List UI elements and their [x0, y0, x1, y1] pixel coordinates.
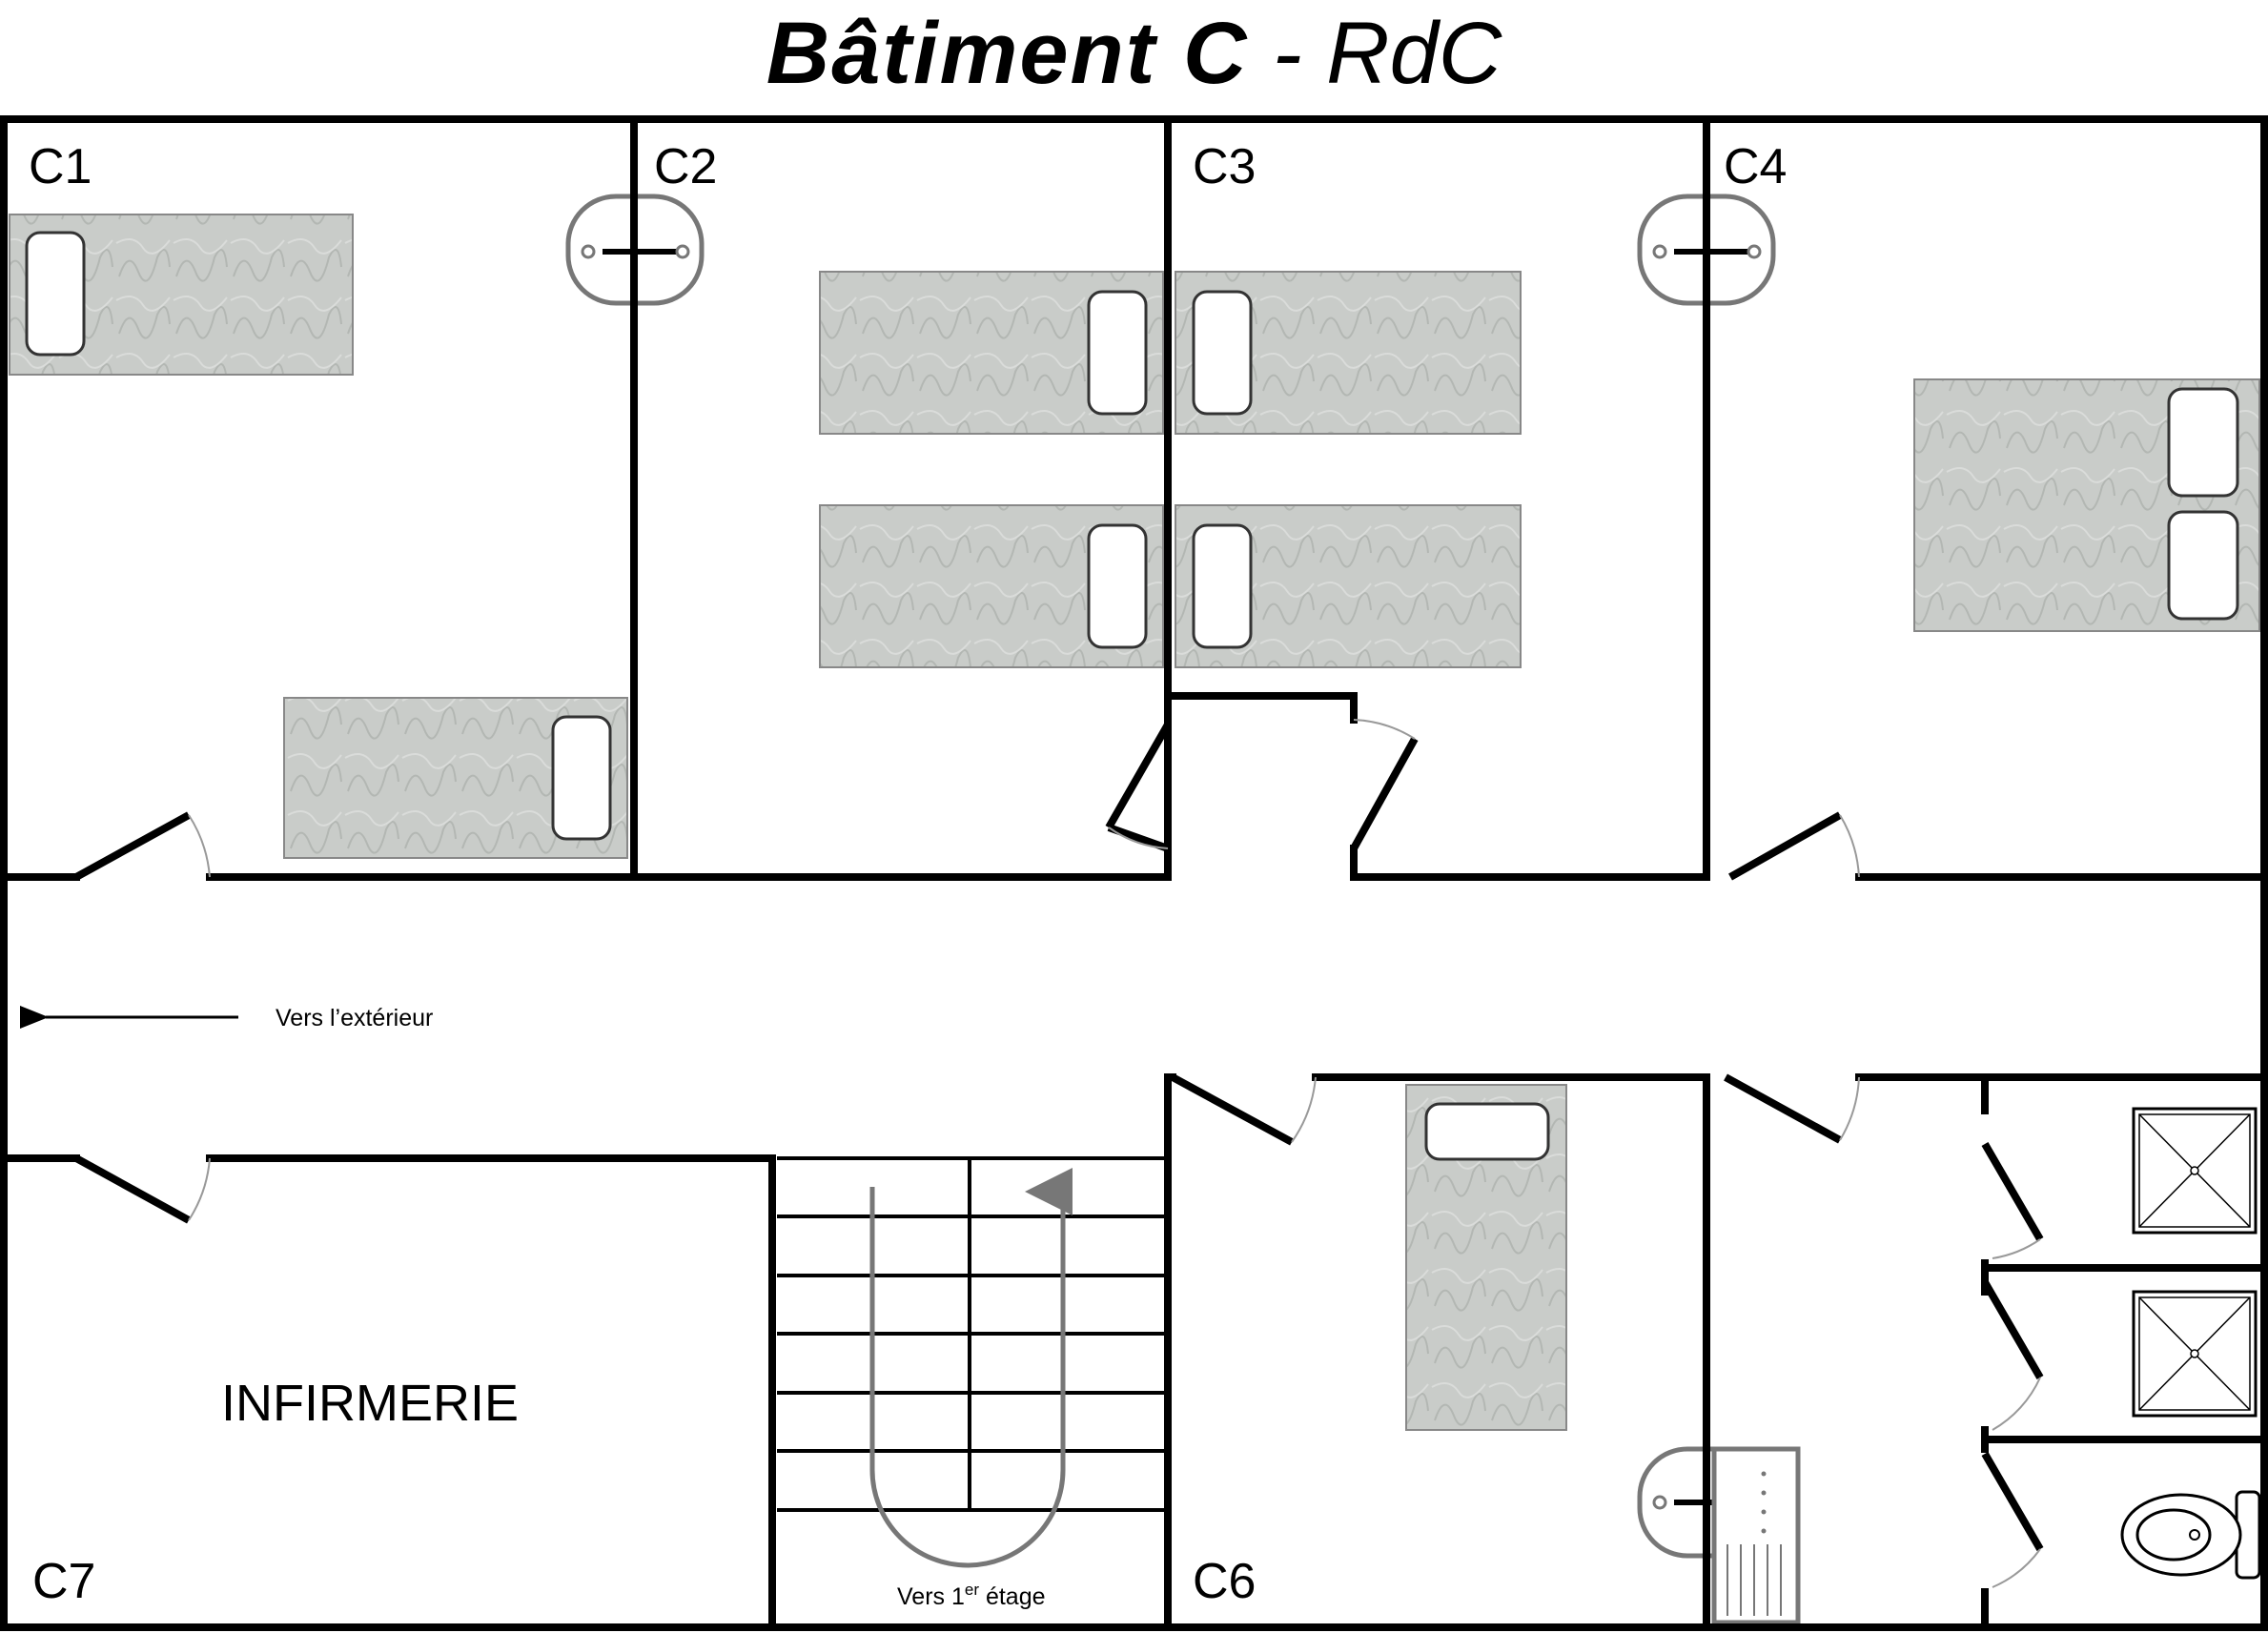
door-c6[interactable] — [1171, 1073, 1317, 1146]
bed-c2-top — [819, 271, 1164, 435]
pillow — [1087, 290, 1148, 416]
bed-c3-bottom — [1175, 504, 1522, 668]
stairs-label-prefix: Vers 1 — [897, 1583, 965, 1610]
pillow — [1087, 523, 1148, 649]
room-label-c6: C6 — [1193, 1554, 1256, 1609]
stairs-label-suffix: étage — [979, 1583, 1046, 1610]
double-bed-c4 — [1913, 378, 2260, 632]
pillow — [1192, 290, 1253, 416]
room-label-c7: C7 — [32, 1554, 95, 1609]
pillow — [551, 715, 612, 841]
walls — [0, 115, 2268, 1631]
bed-c2-bottom — [819, 504, 1164, 668]
door-shower-1[interactable] — [1981, 1141, 2044, 1259]
bed-c6 — [1405, 1084, 1567, 1431]
door-c4[interactable] — [1728, 811, 1860, 881]
door-c3[interactable] — [1350, 719, 1419, 850]
toilet — [2120, 1490, 2261, 1580]
door-c1[interactable] — [74, 811, 211, 881]
door-wc[interactable] — [1981, 1451, 2044, 1588]
bed-c3-top — [1175, 271, 1522, 435]
bed-c1-top — [9, 214, 354, 376]
door-sanitary[interactable] — [1724, 1073, 1860, 1144]
pillow — [1192, 523, 1253, 649]
bed-c1-bottom — [283, 697, 628, 859]
shower-cabin-1 — [2132, 1107, 2258, 1235]
plan-title: Bâtiment C - RdC — [0, 6, 2268, 101]
door-c7[interactable] — [74, 1154, 211, 1224]
title-building: Bâtiment C — [766, 5, 1249, 102]
room-label-infirmerie: INFIRMERIE — [221, 1375, 519, 1432]
pillow — [25, 231, 86, 357]
room-label-c3: C3 — [1193, 139, 1256, 194]
pillow — [2167, 510, 2239, 621]
shower-cabin-2 — [2132, 1290, 2258, 1418]
exit-label: Vers l’extérieur — [276, 1005, 433, 1031]
room-label-c4: C4 — [1724, 139, 1787, 194]
stairs-label: Vers 1er étage — [897, 1581, 1046, 1610]
room-label-c2: C2 — [654, 139, 717, 194]
pillow — [1424, 1102, 1550, 1161]
title-level: RdC — [1326, 5, 1502, 102]
staircase — [777, 1156, 1165, 1568]
stairs-label-sup: er — [965, 1581, 979, 1599]
door-shower-2[interactable] — [1981, 1279, 2044, 1431]
title-separator: - — [1248, 5, 1327, 102]
door-c2[interactable] — [1105, 723, 1172, 852]
room-label-c1: C1 — [29, 139, 92, 194]
pillow — [2167, 387, 2239, 498]
shower-tray — [1711, 1446, 1801, 1625]
